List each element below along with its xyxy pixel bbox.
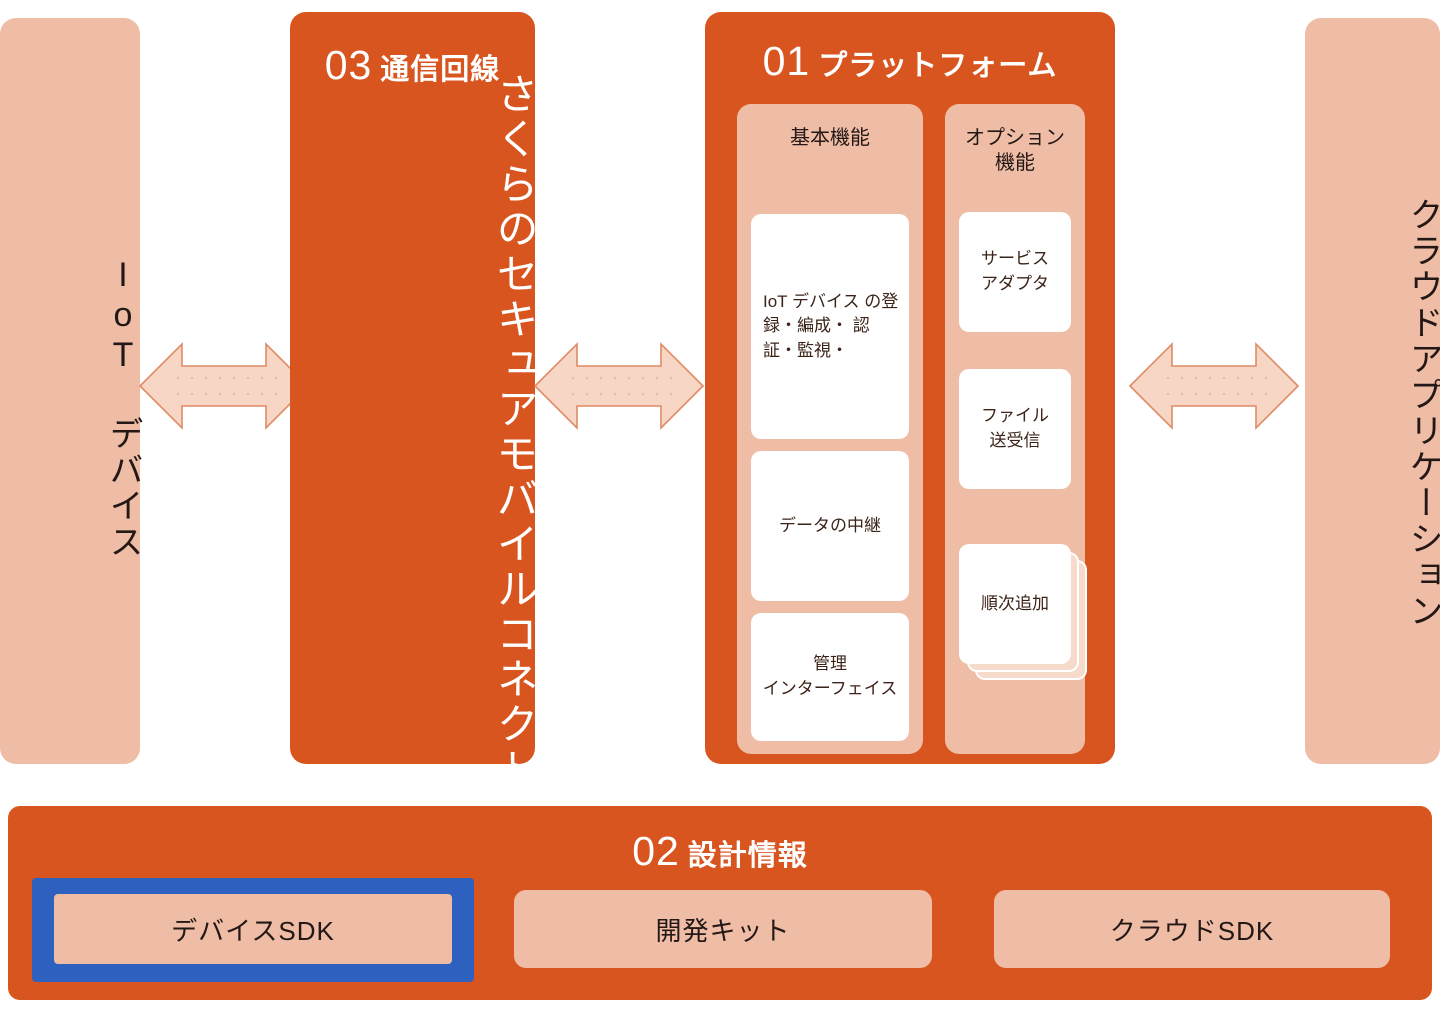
card-file-transfer[interactable]: ファイル 送受信 [959, 369, 1071, 489]
column-network[interactable]: 03 通信回線 さくらのセキュアモバイルコネクト [290, 12, 538, 792]
card-device-registration[interactable]: IoT デバイス の登録・編成・ 認証・監視・ [751, 214, 909, 439]
card-development-kit[interactable]: 開発キット [514, 890, 932, 968]
card-sequential-addition-stack[interactable]: 順次追加 [959, 544, 1087, 684]
panel-basic-functions-title: 基本機能 [790, 127, 870, 149]
column-platform[interactable]: 01 プラットフォーム 基本機能 IoT デバイス の登録・編成・ 認証・監視・… [705, 12, 1115, 764]
network-body-label: さくらのセキュアモバイルコネクト [491, 72, 538, 792]
column-cloud-application-label: クラウドアプリケーション [1404, 197, 1440, 629]
platform-section-number: 01 [762, 38, 811, 84]
card-management-interface[interactable]: 管理 インターフェイス [751, 613, 909, 741]
card-device-sdk[interactable]: デバイスSDK [54, 894, 452, 964]
arrow-platform-cloud [1128, 336, 1300, 436]
platform-section-title: プラットフォーム [818, 50, 1058, 82]
card-sequential-addition[interactable]: 順次追加 [959, 544, 1071, 664]
platform-section-header: 01 プラットフォーム [705, 38, 1115, 85]
network-section-title: 通信回線 [380, 54, 501, 86]
panel-option-functions-title: オプション 機能 [965, 127, 1065, 174]
design-section-title: 設計情報 [687, 840, 808, 872]
design-section-header: 02 設計情報 [8, 828, 1432, 875]
panel-option-functions[interactable]: オプション 機能 サービス アダプタ ファイル 送受信 順次追加 [945, 104, 1087, 754]
arrow-device-network [138, 336, 310, 436]
card-data-relay[interactable]: データの中継 [751, 451, 909, 601]
panel-basic-functions[interactable]: 基本機能 IoT デバイス の登録・編成・ 認証・監視・ データの中継 管理 イ… [737, 104, 923, 754]
column-cloud-application[interactable]: クラウドアプリケーション [1305, 18, 1440, 764]
section-design-information[interactable]: 02 設計情報 デバイスSDK 開発キット クラウドSDK [8, 806, 1432, 1000]
column-iot-device-label: IoT デバイス [104, 256, 142, 560]
card-service-adapter[interactable]: サービス アダプタ [959, 212, 1071, 332]
network-section-header: 03 通信回線 [290, 42, 535, 89]
card-cloud-sdk[interactable]: クラウドSDK [994, 890, 1390, 968]
network-section-number: 03 [324, 42, 373, 88]
column-iot-device[interactable]: IoT デバイス [0, 18, 142, 764]
design-section-number: 02 [632, 828, 680, 874]
arrow-network-platform [533, 336, 705, 436]
